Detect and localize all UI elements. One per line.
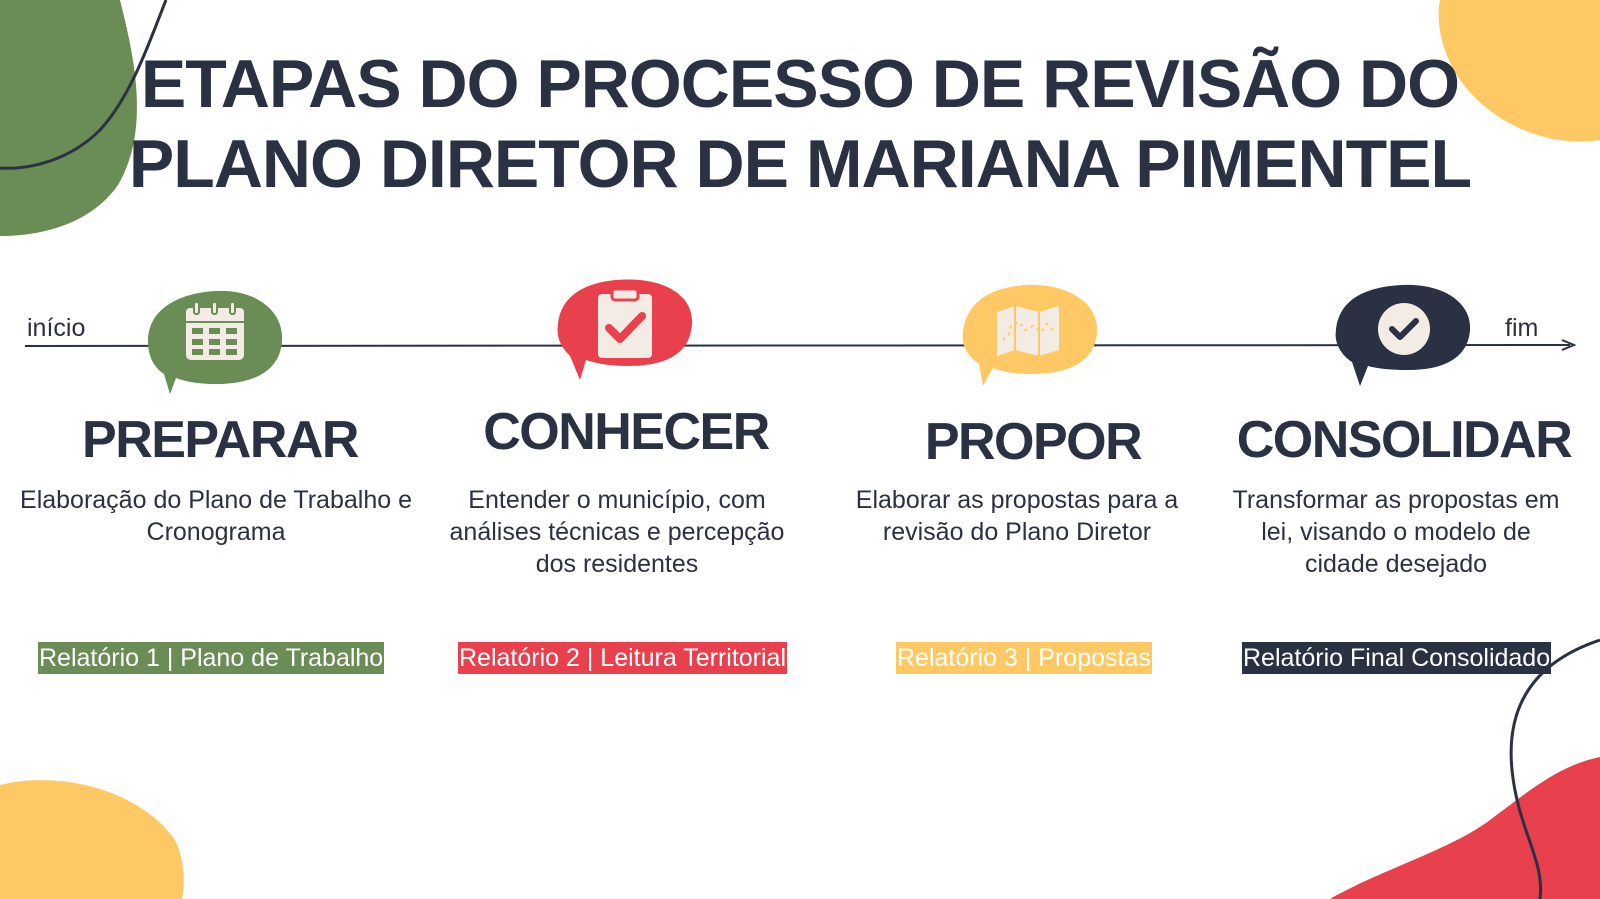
stage-4-bubble [1335, 284, 1471, 386]
calendar-icon [186, 301, 244, 360]
stage-2-bubble [557, 279, 693, 380]
stage-3-bubble [962, 284, 1098, 386]
stage-1-bubble [148, 290, 283, 394]
stage-desc-propor: Elaborar as propostas para a revisão do … [855, 486, 1179, 546]
report-badge-1: Relatório 1 | Plano de Trabalho [38, 642, 385, 674]
page-title: ETAPAS DO PROCESSO DE REVISÃO DO PLANO D… [0, 44, 1600, 204]
yellow-blob-bottom-left [0, 780, 184, 899]
map-icon [997, 306, 1059, 356]
page-title-line1: ETAPAS DO PROCESSO DE REVISÃO DO [140, 46, 1460, 122]
report-badge-4: Relatório Final Consolidado [1242, 642, 1552, 674]
timeline-end-label: fim [1505, 314, 1539, 342]
stage-title-conhecer: CONHECER [483, 403, 770, 461]
green-blob-top-left [0, 0, 137, 236]
curve-line-top-left [0, 0, 168, 170]
clipboard-check-icon [598, 287, 652, 358]
stage-desc-consolidar: Transformar as propostas em lei, visando… [1232, 486, 1560, 578]
curve-line-bottom-right [1509, 638, 1600, 899]
yellow-blob-top-right [1438, 0, 1600, 142]
timeline-line [24, 344, 1571, 347]
page-title-line2: PLANO DIRETOR DE MARIANA PIMENTEL [128, 126, 1472, 202]
timeline-start-label: início [27, 314, 86, 342]
check-circle-icon [1378, 303, 1430, 355]
report-badge-2: Relatório 2 | Leitura Territorial [458, 642, 788, 674]
report-badge-3: Relatório 3 | Propostas [896, 642, 1152, 674]
stage-desc-preparar: Elaboração do Plano de Trabalho e Cronog… [20, 486, 412, 546]
stage-title-consolidar: CONSOLIDAR [1236, 411, 1573, 469]
timeline-arrowhead [1561, 339, 1577, 351]
stage-title-preparar: PREPARAR [82, 411, 359, 469]
stage-desc-conhecer: Entender o município, com análises técni… [449, 486, 785, 578]
stage-title-propor: PROPOR [924, 413, 1143, 471]
red-blob-bottom-right [1330, 757, 1600, 899]
